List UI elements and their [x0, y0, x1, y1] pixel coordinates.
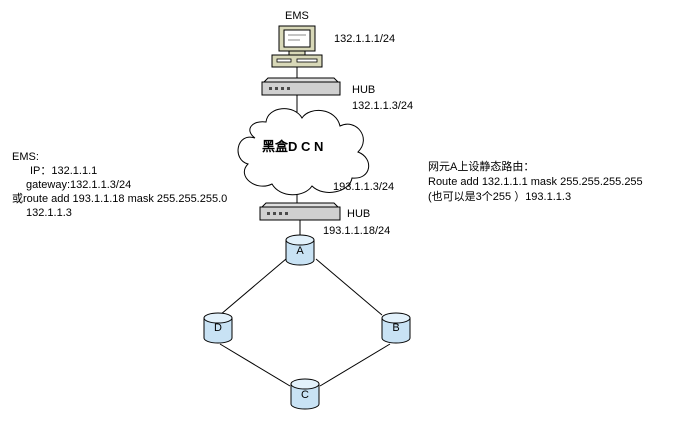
node-d-label: D [214, 322, 222, 334]
hub1-ip-label: 132.1.1.3/24 [352, 100, 414, 112]
node-b-cylinder-icon [381, 312, 411, 344]
link-a-b [315, 258, 383, 316]
hub2-icon [259, 202, 341, 221]
node-c-label: C [301, 389, 309, 401]
link-a-d [219, 258, 287, 316]
route-note-command: Route add 132.1.1.1 mask 255.255.255.255 [428, 176, 643, 188]
hub2-lower-ip-label: 193.1.1.18/24 [323, 225, 391, 237]
ems-note-ip: IP：132.1.1.1 [30, 165, 98, 177]
link-d-c [219, 343, 291, 387]
ems-note-route-gateway: 132.1.1.3 [26, 207, 72, 219]
hub1-icon [261, 77, 341, 96]
node-a-cylinder-icon [285, 234, 315, 266]
route-note-alternative: (也可以是3个255 ）193.1.1.3 [428, 191, 572, 203]
ems-note-gateway: gateway:132.1.1.3/24 [26, 179, 132, 191]
hub2-label: HUB [347, 208, 371, 220]
node-c-cylinder-icon [290, 378, 320, 410]
ems-ip-label: 132.1.1.1/24 [334, 33, 396, 45]
hub2-upper-ip-label: 193.1.1.3/24 [333, 181, 395, 193]
dcn-cloud-label: 黑盒D C N [262, 139, 324, 154]
route-note-title: 网元A上设静态路由： [428, 161, 535, 173]
ems-note-route: 或route add 193.1.1.18 mask 255.255.255.0 [12, 193, 228, 205]
node-b-label: B [392, 322, 400, 334]
dcn-cloud-icon [237, 108, 369, 196]
ems-computer-icon [271, 25, 323, 68]
ems-title: EMS [285, 10, 309, 22]
node-a-label: A [296, 245, 304, 257]
link-b-c [319, 343, 391, 387]
hub1-label: HUB [352, 84, 376, 96]
node-d-cylinder-icon [203, 312, 233, 344]
ems-note-title: EMS: [12, 151, 39, 163]
